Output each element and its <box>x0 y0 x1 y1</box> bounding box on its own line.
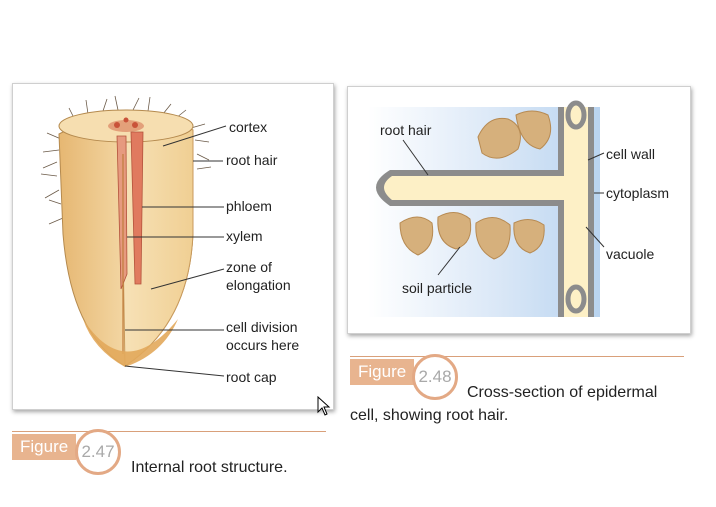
mouse-pointer-icon <box>317 396 331 416</box>
label-root-hair: root hair <box>226 152 278 168</box>
label-occurs-here: occurs here <box>226 337 299 353</box>
label-soil-particle: soil particle <box>402 280 472 296</box>
label-root-cap: root cap <box>226 369 277 385</box>
caption-rule-2-47 <box>12 431 326 432</box>
root-hair-cell-diagram: root hair cell wall cytoplasm vacuole so… <box>368 100 669 317</box>
label-xylem: xylem <box>226 228 263 244</box>
label-root-hair: root hair <box>380 122 432 138</box>
xylem-strand <box>116 135 128 290</box>
figure-tag-2-48: Figure <box>350 359 415 385</box>
root-hair-cell-figure: root hair cell wall cytoplasm vacuole so… <box>347 86 691 334</box>
label-cell-wall: cell wall <box>606 146 655 162</box>
label-vacuole: vacuole <box>606 246 654 262</box>
label-cortex: cortex <box>229 119 267 135</box>
caption-rule-2-48 <box>350 356 684 357</box>
label-zone-of: zone of <box>226 259 272 275</box>
label-cytoplasm: cytoplasm <box>606 185 669 201</box>
figure-number-2-48: 2.48 <box>412 354 458 400</box>
caption-text-2-47: Internal root structure. <box>131 459 288 476</box>
root-diagram: cortex root hair phloem xylem zone of el… <box>40 95 299 385</box>
figure-number-2-47: 2.47 <box>75 429 121 475</box>
label-elongation: elongation <box>226 277 291 293</box>
label-cell-division: cell division <box>226 319 298 335</box>
soil-particles <box>399 110 552 260</box>
root-structure-figure: cortex root hair phloem xylem zone of el… <box>12 83 334 410</box>
label-phloem: phloem <box>226 198 272 214</box>
figure-tag-2-47: Figure <box>12 434 77 460</box>
root-hairs <box>40 95 212 225</box>
caption-text-2-48-line2: cell, showing root hair. <box>350 407 509 424</box>
caption-text-2-48-line1: Cross-section of epidermal <box>467 384 658 401</box>
phloem-strand <box>130 131 144 285</box>
root-cap <box>83 319 178 367</box>
